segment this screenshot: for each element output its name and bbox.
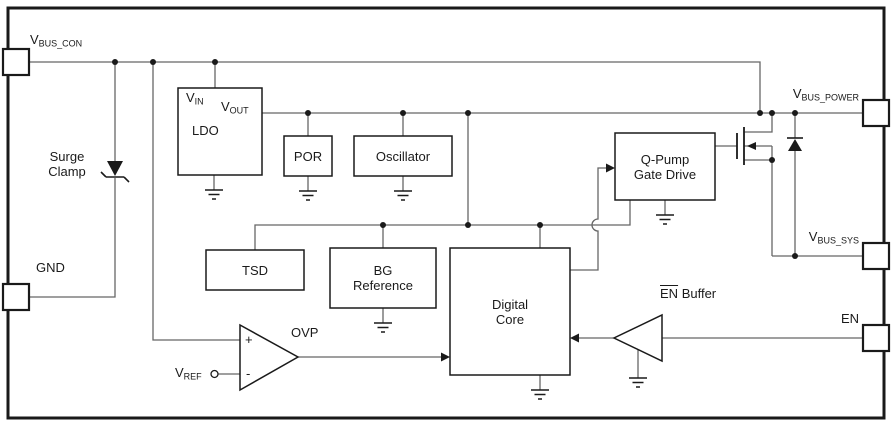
ovp-comparator-triangle — [239, 323, 300, 392]
ground-stubs — [213, 175, 666, 390]
pad-gnd — [1, 282, 31, 312]
ovp-minus-sign: - — [246, 366, 251, 381]
pin-label-vbus-con: VBUS_CON — [30, 32, 83, 49]
ground-icon — [655, 214, 675, 225]
ground-icon — [628, 377, 648, 388]
tsd-label: TSD — [242, 262, 268, 278]
wire-internal-bus — [254, 200, 631, 250]
arrowheads — [441, 163, 615, 362]
por-block — [283, 135, 333, 177]
chip-outline — [6, 6, 886, 420]
tsd-block — [205, 249, 305, 291]
bg-reference-block — [329, 247, 437, 309]
ground-icon — [393, 190, 413, 201]
pass-fet-icon — [736, 127, 756, 165]
bg-reference-label: BG Reference — [353, 263, 413, 293]
digital-core-block — [449, 247, 571, 376]
wire-vbus-con-rail — [29, 61, 761, 113]
en-buffer-triangle — [612, 313, 663, 363]
pad-en — [861, 323, 891, 353]
ground-icon — [298, 190, 318, 201]
pad-vbus-sys — [861, 241, 891, 271]
ground-icon — [204, 189, 224, 200]
arrow-into-qpump — [606, 163, 615, 173]
pad-vbus-power — [861, 98, 891, 128]
ovp-label: OVP — [291, 325, 319, 340]
por-label: POR — [293, 148, 323, 164]
wire-core-to-qpump — [570, 167, 608, 271]
ldo-vout-label: VOUT — [221, 99, 249, 116]
ldo-block — [177, 87, 263, 176]
vref-terminal-icon — [210, 369, 219, 379]
ground-icon — [530, 389, 550, 400]
wires — [29, 61, 863, 390]
junction-dots — [112, 59, 798, 259]
digital-core-label: Digital Core — [491, 296, 529, 327]
ground-icon — [373, 322, 393, 333]
qpump-block — [614, 132, 716, 201]
pin-label-vbus-power: VBUS_POWER — [792, 86, 859, 103]
body-diode-icon — [787, 137, 803, 151]
oscillator-block — [353, 135, 453, 177]
arrow-ovp-into-core — [441, 352, 450, 362]
wire-fet-drain — [744, 113, 773, 133]
pad-vbus-con — [1, 47, 31, 77]
oscillator-label: Oscillator — [375, 148, 431, 164]
vref-label: VREF — [175, 365, 202, 382]
qpump-label: Q-Pump Gate Drive — [633, 151, 697, 182]
wire-surge-to-gnd — [29, 178, 116, 298]
ldo-label: LDO — [192, 123, 219, 138]
pin-label-gnd: GND — [36, 260, 65, 275]
arrow-enbuf-into-core — [570, 333, 579, 343]
wire-ovp-sense — [152, 62, 240, 341]
ldo-vin-label: VIN — [186, 90, 204, 107]
pin-label-en: EN — [840, 311, 859, 326]
surge-clamp-zener-icon — [100, 161, 130, 183]
pin-label-vbus-sys: VBUS_SYS — [808, 229, 859, 246]
ovp-plus-sign: + — [245, 332, 253, 347]
surge-clamp-label: Surge Clamp — [48, 149, 86, 179]
